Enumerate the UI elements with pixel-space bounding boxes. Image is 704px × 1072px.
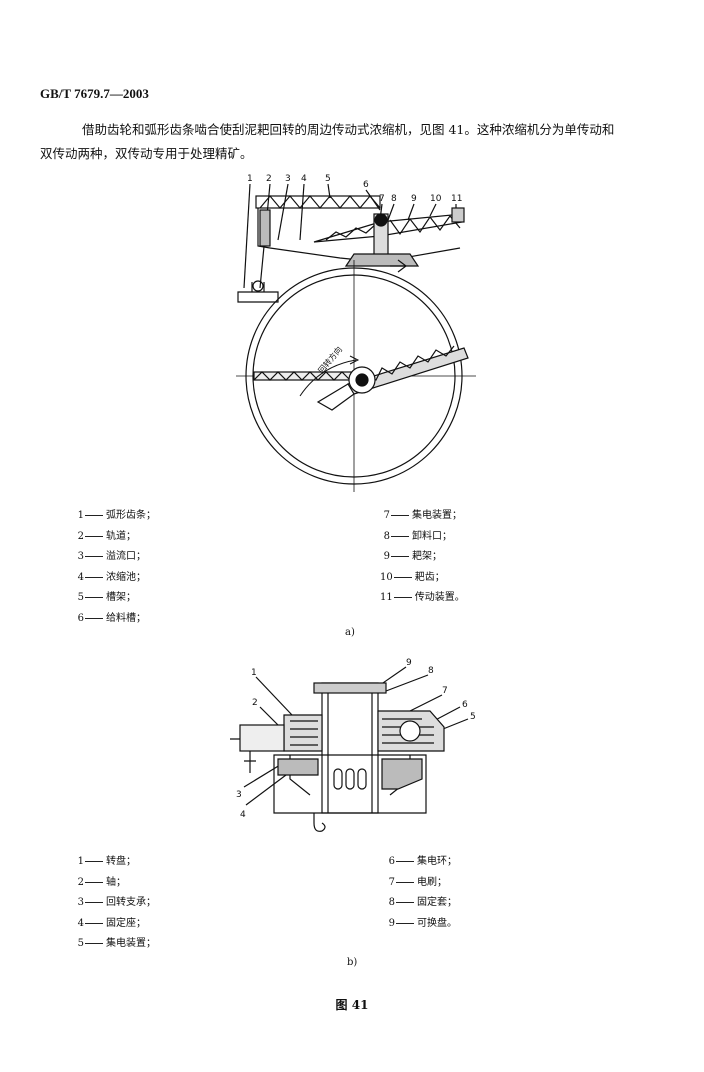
callout-a-1: 1 bbox=[247, 174, 253, 184]
callout-b-3: 3 bbox=[236, 790, 242, 800]
paragraph-line-1: 借助齿轮和弧形齿条啮合使刮泥耙回转的周边传动式浓缩机，见图 41。这种浓缩机分为… bbox=[82, 122, 615, 137]
callout-a-4: 4 bbox=[301, 174, 307, 184]
figure-b-drawing: 1 2 3 4 5 6 7 8 9 bbox=[230, 658, 476, 832]
figure-a-drawing: 1 2 3 4 5 6 7 8 9 10 11 回转方向 bbox=[236, 174, 476, 492]
rotation-direction-label: 回转方向 bbox=[316, 344, 344, 375]
paragraph-line-2: 双传动两种，双传动专用于处理精矿。 bbox=[40, 146, 253, 161]
callout-b-6: 6 bbox=[462, 700, 468, 710]
callout-a-11: 11 bbox=[451, 194, 462, 204]
callout-a-5: 5 bbox=[325, 174, 331, 184]
figure-b-sublabel: b) bbox=[347, 957, 358, 968]
callout-a-7: 7 bbox=[379, 194, 385, 204]
callout-a-9: 9 bbox=[411, 194, 417, 204]
callout-b-7: 7 bbox=[442, 686, 448, 696]
callout-a-6: 6 bbox=[363, 180, 369, 190]
callout-b-2: 2 bbox=[252, 698, 258, 708]
callout-b-5: 5 bbox=[470, 712, 476, 722]
figure-title: 图 41 bbox=[335, 998, 369, 1012]
callout-b-9: 9 bbox=[406, 658, 412, 668]
figure-a-sublabel: a) bbox=[345, 627, 355, 638]
callout-b-8: 8 bbox=[428, 666, 434, 676]
callout-a-10: 10 bbox=[430, 194, 442, 204]
body-paragraph: 借助齿轮和弧形齿条啮合使刮泥耙回转的周边传动式浓缩机，见图 41。这种浓缩机分为… bbox=[40, 118, 668, 166]
callout-b-4: 4 bbox=[240, 810, 246, 820]
standard-code-header: GB/T 7679.7—2003 bbox=[40, 86, 149, 101]
callout-a-8: 8 bbox=[391, 194, 397, 204]
callout-a-3: 3 bbox=[285, 174, 291, 184]
callout-b-1: 1 bbox=[251, 668, 257, 678]
callout-a-2: 2 bbox=[266, 174, 272, 184]
